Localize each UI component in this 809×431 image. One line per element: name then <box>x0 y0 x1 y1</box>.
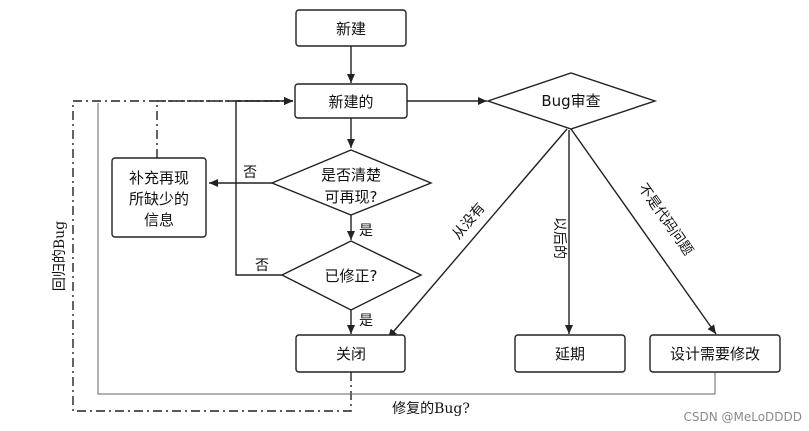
node-closed-label: 关闭 <box>336 345 366 363</box>
label-yes-clear: 是 <box>359 223 373 239</box>
node-addinfo-label-2: 所缺少的 <box>129 190 189 208</box>
node-closed-box <box>295 334 406 373</box>
edge-fixed-bug-loop <box>97 103 716 395</box>
label-fixed-bug: 修复的Bug? <box>392 400 470 417</box>
node-newstate-box <box>294 83 408 119</box>
node-design-box <box>649 334 781 373</box>
label-regression-bug: 回归的Bug <box>51 221 68 291</box>
edge-review-to-closed <box>387 128 568 339</box>
node-review-label: Bug审查 <box>541 92 600 110</box>
node-fixed-label: 已修正? <box>325 267 378 285</box>
node-fixed-diamond <box>280 240 423 311</box>
node-clear-label-1: 是否清楚 <box>321 166 381 184</box>
node-clear-label-2: 可再现? <box>325 188 378 206</box>
edge-review-to-design <box>570 128 717 335</box>
label-later: 以后的 <box>551 217 567 259</box>
node-new-box <box>295 9 407 47</box>
node-addinfo-label-3: 信息 <box>144 211 174 229</box>
node-clear-diamond <box>270 149 433 216</box>
node-design-label: 设计需要修改 <box>670 345 760 363</box>
label-never-had: 从没有 <box>449 200 488 242</box>
node-deferred-box <box>514 334 626 373</box>
node-newstate-label: 新建的 <box>328 93 373 111</box>
node-deferred-label: 延期 <box>555 345 585 363</box>
node-new-label: 新建 <box>336 20 366 38</box>
label-no-fixed: 否 <box>255 258 269 274</box>
node-addinfo-box <box>111 157 207 238</box>
edge-addinfo-to-newstate <box>156 97 293 158</box>
node-addinfo-label-1: 补充再现 <box>129 169 189 187</box>
watermark: CSDN @MeLoDDDD <box>683 410 802 424</box>
label-not-code-issue: 不是代码问题 <box>635 181 696 259</box>
edge-regression-loop <box>72 97 352 412</box>
node-review-diamond <box>485 72 658 130</box>
label-no-clear: 否 <box>243 165 257 181</box>
label-yes-fixed: 是 <box>359 313 373 329</box>
